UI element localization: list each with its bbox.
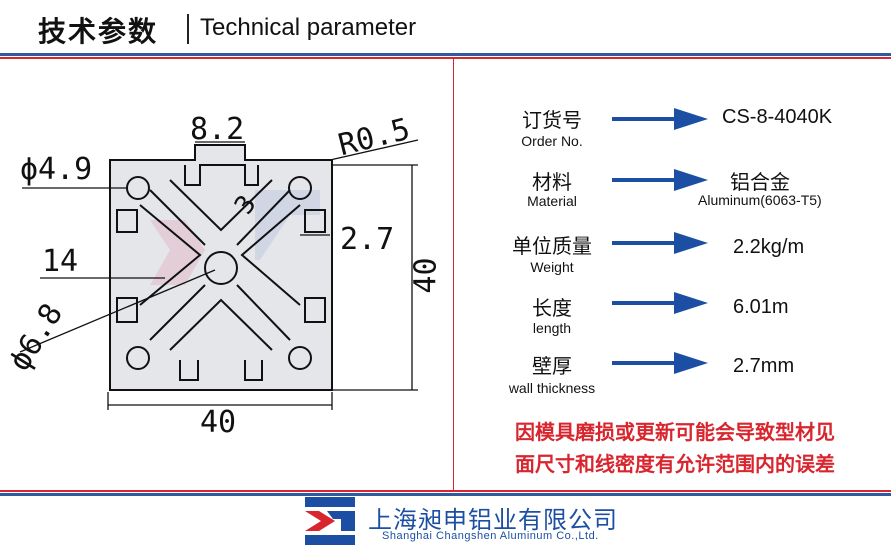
spec-label-cn: 单位质量 <box>512 234 592 258</box>
header-rule-red <box>0 57 891 59</box>
dimension-lines <box>19 139 419 410</box>
dim-bottom: 40 <box>200 405 237 440</box>
profile-drawing <box>19 139 419 410</box>
tolerance-note-line2: 面尺寸和线密度有允许范围内的误差 <box>515 452 835 476</box>
footer-rule-red <box>0 490 891 492</box>
section-title-en: Technical parameter <box>200 14 417 41</box>
arrow-right-icon <box>612 169 708 191</box>
spec-label-cn: 订货号 <box>522 108 582 132</box>
section-title-cn: 技术参数 <box>38 15 159 48</box>
company-logo <box>305 497 355 545</box>
aluminum-profile <box>109 144 333 391</box>
spec-label-en: Material <box>527 193 577 209</box>
header-rule-blue <box>0 53 891 56</box>
dim-corner-hole: ϕ4.9 <box>20 152 93 187</box>
company-name-cn: 上海昶申铝业有限公司 <box>368 506 618 534</box>
dim-slot-depth: 14 <box>42 244 79 279</box>
arrow-right-icon <box>612 108 708 130</box>
column-divider <box>453 58 454 490</box>
spec-value: 2.7mm <box>733 355 795 377</box>
tolerance-note: 因模具磨损或更新可能会导致型材见 面尺寸和线密度有允许范围内的误差 <box>470 416 880 480</box>
arrow-right-icon <box>612 292 708 314</box>
spec-value: 2.2kg/m <box>733 236 805 258</box>
dim-wall: 2.7 <box>340 222 395 257</box>
spec-value: 铝合金 <box>730 172 790 194</box>
spec-label-en: Order No. <box>521 133 583 149</box>
spec-label-cn: 壁厚 <box>532 354 572 378</box>
spec-label-cn: 材料 <box>532 170 572 194</box>
spec-value: CS-8-4040K <box>722 106 833 128</box>
spec-label-cn: 长度 <box>532 296 572 320</box>
spec-label-en: Weight <box>530 259 574 275</box>
company-name-en: Shanghai Changshen Aluminum Co.,Ltd. <box>382 530 599 542</box>
dim-top-slot: 8.2 <box>190 112 245 147</box>
spec-value: 6.01m <box>733 296 789 318</box>
tolerance-note-line1: 因模具磨损或更新可能会导致型材见 <box>515 420 835 444</box>
arrow-right-icon <box>612 232 708 254</box>
footer-rule-blue <box>0 493 891 496</box>
arrow-right-icon <box>612 352 708 374</box>
spec-label-en: wall thickness <box>508 380 596 396</box>
dim-side: 40 <box>408 257 444 294</box>
spec-sub-value: Aluminum(6063-T5) <box>698 192 822 208</box>
spec-label-en: length <box>532 320 572 336</box>
title-divider <box>187 14 189 44</box>
